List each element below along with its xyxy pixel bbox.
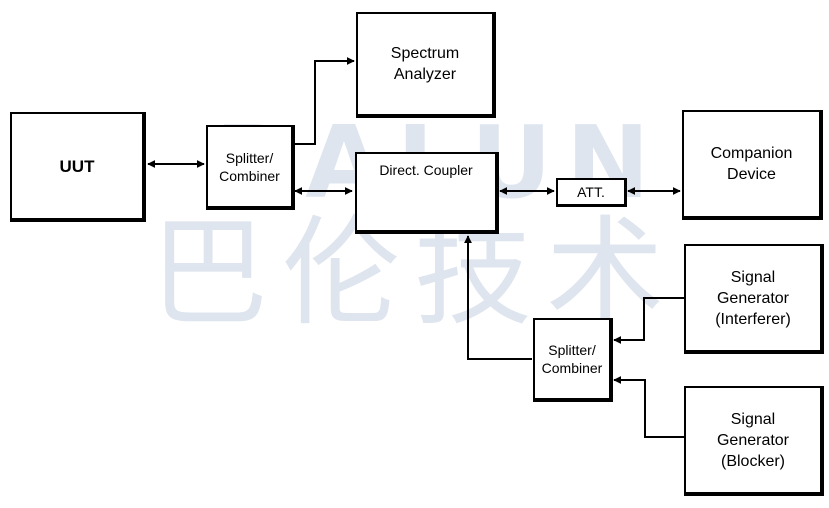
signal-generator-interferer-label: Signal Generator (Interferer) — [715, 268, 791, 328]
signal-generator-blocker-block: Signal Generator (Blocker) — [684, 386, 824, 496]
splitter-combiner-top: Splitter/ Combiner — [206, 125, 295, 210]
uut-block: UUT — [10, 112, 146, 222]
link-splitter-spectrum — [293, 57, 355, 145]
link-splitter-bottom-coupler — [464, 235, 532, 360]
splitter-combiner-bottom: Splitter/ Combiner — [533, 318, 613, 402]
splitter-bottom-label: Splitter/ Combiner — [541, 342, 603, 376]
companion-device-label: Companion Device — [710, 145, 793, 183]
uut-label: UUT — [59, 156, 95, 176]
link-interferer-splitter — [613, 297, 684, 344]
directional-coupler-label: Direct. Coupler — [379, 162, 473, 178]
signal-generator-blocker-label: Signal Generator (Blocker) — [716, 410, 790, 470]
spectrum-analyzer-label: Spectrum Analyzer — [390, 45, 460, 83]
directional-coupler-block — [355, 152, 499, 234]
link-blocker-splitter — [613, 376, 684, 438]
attenuator-label: ATT. — [577, 184, 605, 200]
spectrum-analyzer-block: Spectrum Analyzer — [356, 12, 496, 118]
splitter-top-label: Splitter/ Combiner — [219, 149, 280, 184]
companion-device-block: Companion Device — [682, 110, 823, 220]
attenuator-block: ATT. — [556, 178, 627, 207]
signal-generator-interferer-block: Signal Generator (Interferer) — [684, 244, 824, 354]
